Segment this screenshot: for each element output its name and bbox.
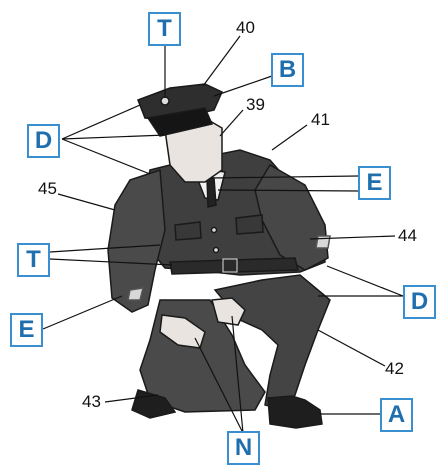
leader-45 [58,194,115,210]
belt-buckle [223,259,237,272]
sleeve-badge [128,288,143,300]
leader-d-knee-1 [327,266,403,296]
leader-e-sleeve [43,296,122,329]
label-number-42: 42 [385,360,404,378]
breast-pocket-left [175,222,201,240]
leader-39 [220,110,243,136]
tie [207,178,216,207]
leader-b [214,76,272,96]
leader-d-2 [62,135,166,139]
label-box-t-belt: T [17,243,50,277]
label-number-45: 45 [38,180,57,198]
cap-badge [161,97,169,105]
label-box-a-boot: A [380,398,413,432]
label-number-44: 44 [398,227,417,245]
label-box-b-cap: B [271,53,304,87]
label-box-n-hands: N [227,431,260,465]
label-number-40: 40 [236,19,255,37]
label-box-e-sleeve: E [10,313,43,347]
leader-41 [272,125,307,150]
label-box-e-collar: E [358,166,391,200]
leader-42 [318,330,385,366]
boot-front [268,396,322,428]
label-number-41: 41 [311,111,330,129]
label-box-d-shoulder: D [27,124,60,158]
leader-d-1 [62,105,140,139]
label-number-39: 39 [246,96,265,114]
tunic-button [214,248,219,253]
leader-40 [203,36,240,86]
breast-pocket-right [236,215,263,234]
tunic-button [212,228,217,233]
label-box-d-knee: D [403,285,436,319]
label-box-t-cap: T [148,12,181,46]
label-number-43: 43 [82,393,101,411]
leader-d-3 [62,139,150,174]
